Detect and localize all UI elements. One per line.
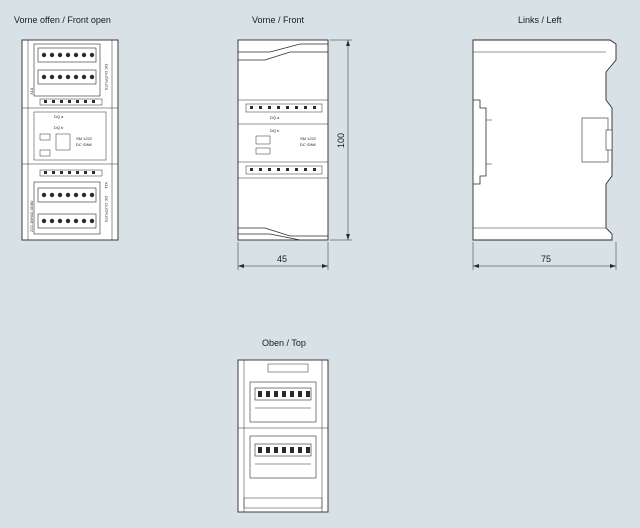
bottom-terminal-row-2 (37, 213, 97, 229)
status-row-b: DQ b (54, 125, 64, 130)
front-dim-width: 45 (277, 254, 287, 264)
din-rail-clip (473, 99, 487, 185)
view-left: Links / Left 75 (472, 15, 617, 270)
front-row-b: DQ b (270, 128, 280, 133)
front-type-label: DC SINK (300, 142, 317, 147)
side-text-top: X10 (29, 87, 34, 95)
front-dim-height: 100 (336, 133, 346, 148)
top-terminal-row-1 (37, 47, 97, 63)
front-width-dimension: 45 (237, 242, 329, 270)
side-connector (581, 117, 609, 163)
front-led-strip-top (245, 103, 323, 113)
front-row-a: DQ a (270, 115, 280, 120)
view-top: Oben / Top (237, 338, 329, 513)
front-open-label-panel (33, 111, 107, 161)
left-width-dimension: 75 (472, 242, 617, 270)
front-sm-label: SM 1222 (300, 136, 317, 141)
front-open-type-label: DC SINK (76, 142, 93, 147)
order-number: 222-1BH32-0XB0 (29, 200, 34, 232)
led-row-bottom (39, 169, 103, 177)
left-dim-width: 75 (541, 254, 551, 264)
front-open-sm-label: SM 1222 (76, 136, 93, 141)
top-terminal-strip-lower (249, 435, 317, 479)
front-height-dimension: 100 (330, 39, 352, 241)
top-terminal-row-2 (37, 69, 97, 85)
top-terminal-strip-upper (249, 381, 317, 423)
bottom-terminal-row-1 (37, 187, 97, 203)
view-front-open-title: Vorne offen / Front open (14, 15, 111, 25)
led-row-top (39, 98, 103, 106)
view-top-title: Oben / Top (262, 338, 306, 348)
view-left-title: Links / Left (518, 15, 562, 25)
top-connector-text: DC OUTPUTS (104, 64, 109, 90)
bottom-connector-text: DC OUTPUTS (104, 196, 109, 222)
view-front: Vorne / Front DQ a SM 1222 DC SINK DQ b (237, 15, 352, 270)
status-row-a: DQ a (54, 114, 64, 119)
view-front-title: Vorne / Front (252, 15, 305, 25)
side-text-bottom: X11 (104, 182, 109, 190)
front-led-strip-bottom (245, 165, 323, 175)
view-front-open: Vorne offen / Front open DC OUTPUTS X10 (14, 15, 119, 241)
front-housing (237, 39, 329, 241)
